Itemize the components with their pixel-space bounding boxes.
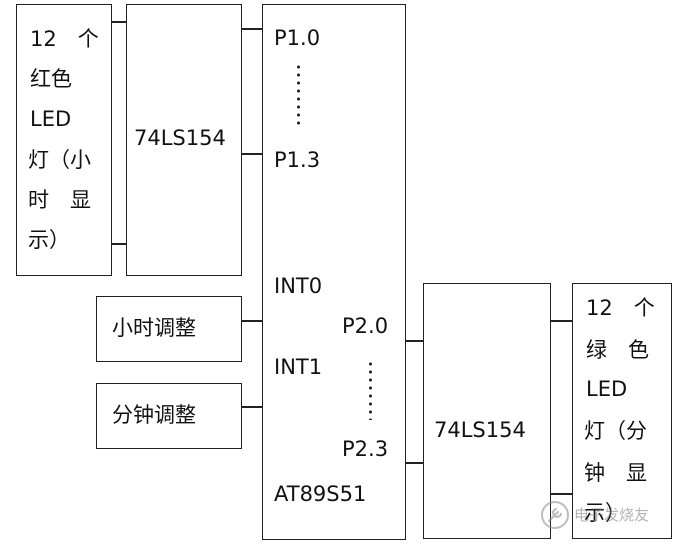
pin-p1-ellipsis xyxy=(297,63,300,127)
red-led-line-6: 示） xyxy=(28,228,70,252)
green-led-line-4: 灯（分 xyxy=(584,419,647,443)
decoder-bottom-label: 74LS154 xyxy=(434,418,526,442)
green-led-line-6: 示） xyxy=(584,501,626,525)
minute-adjust-label: 分钟调整 xyxy=(112,403,196,427)
mcu-box xyxy=(262,4,406,540)
mcu-name-label: AT89S51 xyxy=(274,482,367,506)
red-led-line-3: LED xyxy=(30,107,72,131)
decoder-top-label: 74LS154 xyxy=(134,126,226,150)
red-led-box xyxy=(16,4,112,276)
pin-p2-ellipsis xyxy=(369,360,372,420)
green-led-line-2: 绿 色 xyxy=(586,338,649,362)
green-led-line-5: 钟 显 xyxy=(584,461,647,485)
green-led-line-3: LED xyxy=(586,377,628,401)
wrench-logo-icon xyxy=(541,501,569,529)
wire-int1 xyxy=(242,406,262,408)
wire-p20 xyxy=(406,340,423,342)
green-led-box xyxy=(572,283,672,539)
wire-led-decoder-top xyxy=(112,21,126,23)
pin-p10-label: P1.0 xyxy=(274,26,321,50)
wire-green-top xyxy=(551,320,572,322)
watermark-text: 电子发烧友 xyxy=(574,506,650,524)
wire-int0 xyxy=(242,320,262,322)
pin-p23-label: P2.3 xyxy=(342,437,389,461)
pin-int0-label: INT0 xyxy=(274,274,323,298)
decoder-top-box xyxy=(126,4,242,276)
hour-adjust-label: 小时调整 xyxy=(112,316,196,340)
minute-adjust-box xyxy=(96,383,242,449)
red-led-line-1: 12 个 xyxy=(30,27,99,51)
wire-p13 xyxy=(242,153,262,155)
red-led-line-2: 红色 xyxy=(30,67,72,91)
wire-green-bottom xyxy=(551,493,572,495)
red-led-line-4: 灯（小 xyxy=(28,148,91,172)
wire-p23 xyxy=(406,462,423,464)
pin-p20-label: P2.0 xyxy=(342,314,389,338)
decoder-bottom-box xyxy=(423,283,551,539)
wire-p10 xyxy=(242,28,262,30)
watermark: 电子发烧友 xyxy=(540,498,670,534)
red-led-line-5: 时 显 xyxy=(28,188,91,212)
wire-led-decoder-bottom xyxy=(112,243,126,245)
pin-int1-label: INT1 xyxy=(274,355,323,379)
green-led-line-1: 12 个 xyxy=(586,296,655,320)
pin-p13-label: P1.3 xyxy=(274,148,321,172)
hour-adjust-box xyxy=(96,296,242,362)
